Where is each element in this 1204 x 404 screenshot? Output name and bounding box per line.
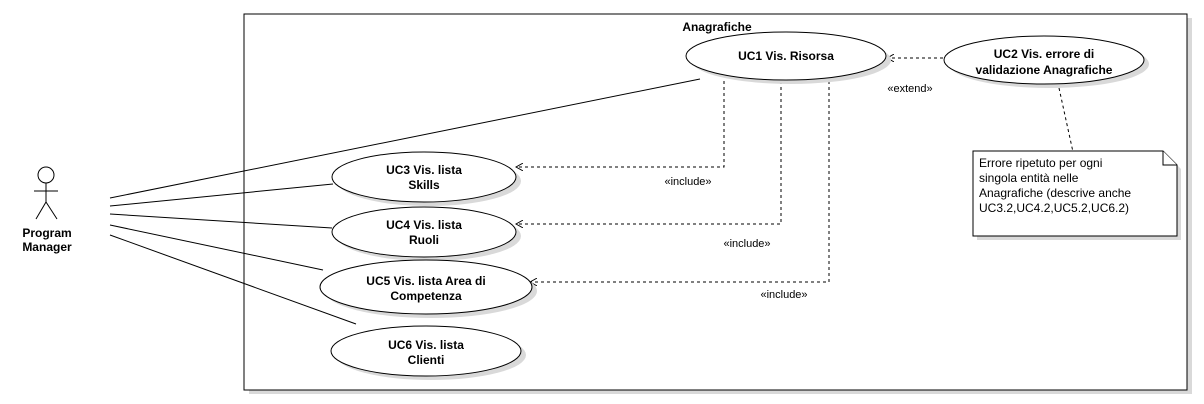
association-uc3 xyxy=(109,183,334,207)
use-case-uc5[interactable]: UC5 Vis. lista Area di Competenza xyxy=(319,259,537,318)
include-uc4-connector xyxy=(516,81,782,224)
actor-right-leg xyxy=(45,201,58,220)
uc3-label-line1: UC3 Vis. lista xyxy=(386,163,462,177)
uc5-label-line2: Competenza xyxy=(390,289,462,303)
include-label-uc4: «include» xyxy=(723,238,770,250)
actor-label-line2: Manager xyxy=(22,240,72,254)
uc6-label-line1: UC6 Vis. lista xyxy=(388,338,464,352)
actor-left-leg xyxy=(35,201,47,220)
note-anchor-line xyxy=(1058,87,1074,153)
extend-label: «extend» xyxy=(887,83,932,95)
include-label-uc3: «include» xyxy=(664,176,711,188)
uc2-label-line1: UC2 Vis. errore di xyxy=(994,47,1095,61)
use-case-uc3[interactable]: UC3 Vis. lista Skills xyxy=(331,151,521,206)
use-case-uc6[interactable]: UC6 Vis. lista Clienti xyxy=(330,325,526,380)
uc1-label: UC1 Vis. Risorsa xyxy=(738,49,834,63)
actor-label-line1: Program xyxy=(22,226,71,240)
uc6-label-line2: Clienti xyxy=(408,353,445,367)
actor-head xyxy=(37,166,55,184)
uc5-label-line1: UC5 Vis. lista Area di xyxy=(366,274,485,288)
uc2-label-line2: validazione Anagrafiche xyxy=(976,63,1113,77)
association-uc6 xyxy=(109,234,357,325)
uc3-label-line2: Skills xyxy=(408,178,440,192)
actor-program-manager: Program Manager xyxy=(22,166,72,254)
system-title: Anagrafiche xyxy=(682,20,752,34)
use-case-uc4[interactable]: UC4 Vis. lista Ruoli xyxy=(331,206,521,261)
use-case-uc1[interactable]: UC1 Vis. Risorsa xyxy=(685,31,891,84)
note-line-4: UC3.2,UC4.2,UC5.2,UC6.2) xyxy=(979,201,1129,215)
uc4-label-line2: Ruoli xyxy=(409,233,439,247)
note-line-1: Errore ripetuto per ogni xyxy=(979,156,1102,170)
association-uc5 xyxy=(109,224,324,271)
note-line-2: singola entità nelle xyxy=(979,171,1079,185)
associations xyxy=(109,78,701,325)
note: Errore ripetuto per ogni singola entità … xyxy=(972,150,1181,240)
include-uc3-connector xyxy=(516,81,725,167)
dependencies xyxy=(516,58,1074,282)
include-label-uc5: «include» xyxy=(760,289,807,301)
uc4-label-line1: UC4 Vis. lista xyxy=(386,218,462,232)
include-uc5-connector xyxy=(530,81,830,282)
use-case-uc2[interactable]: UC2 Vis. errore di validazione Anagrafic… xyxy=(943,35,1149,88)
association-uc4 xyxy=(109,213,333,229)
note-line-3: Anagrafiche (descrive anche xyxy=(979,186,1131,200)
association-uc1 xyxy=(109,78,701,199)
